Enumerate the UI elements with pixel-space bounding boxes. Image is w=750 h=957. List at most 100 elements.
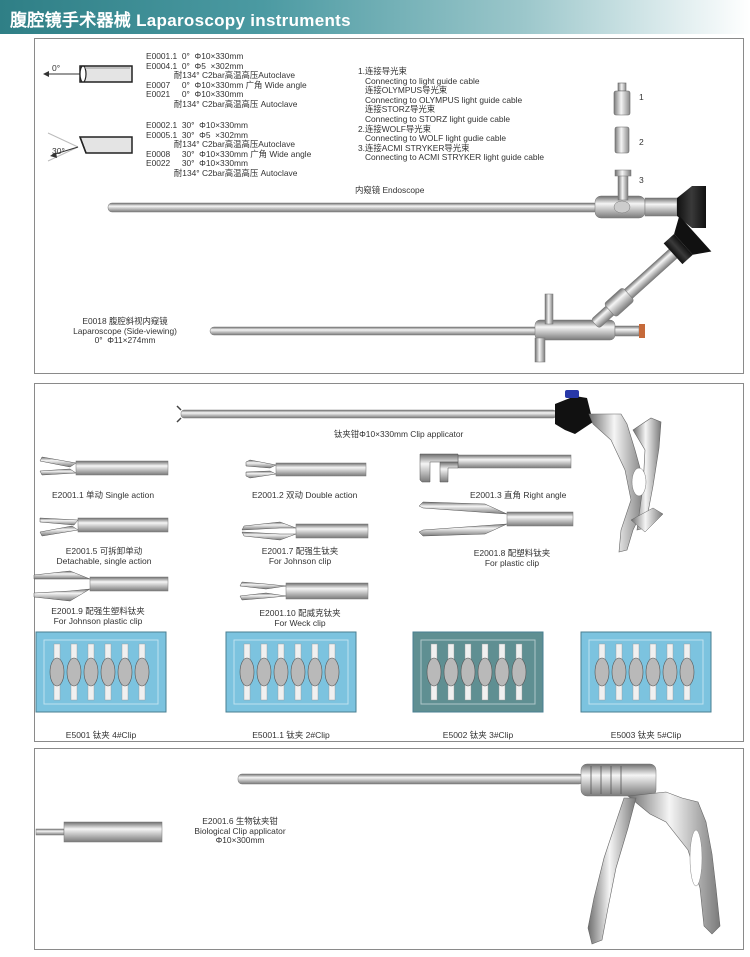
- tip-label: E2001.5 可拆卸单动 Detachable, single action: [56, 546, 152, 566]
- clip-cartridge: E5001 钛夹 4#Clip: [35, 631, 167, 741]
- tip-double-action-image: [245, 459, 367, 479]
- clip-ring: [134, 657, 150, 687]
- clip-ring: [83, 657, 99, 687]
- clip-cartridge-row: E5001 钛夹 4#Clip E5001.1 钛夹 2#Clip E5002 …: [35, 631, 742, 740]
- tip-right-angle-image: [419, 453, 572, 483]
- tip-detachable-image: [39, 517, 169, 537]
- connector-line: 连接STORZ导光束: [358, 104, 436, 115]
- model-line: 耐134° C2bar高温高压 Autoclave: [146, 167, 298, 178]
- bio-clip-line: Biological Clip applicator: [194, 825, 286, 836]
- clip-tray-image: [35, 631, 167, 713]
- model-line: 耐134° C2bar高温高压 Autoclave: [146, 98, 298, 109]
- clip-ring: [511, 657, 527, 687]
- models-30deg-list: E0002.1 30° Φ10×330mm E0005.1 30° Φ5 ×30…: [146, 120, 311, 179]
- clip-ring: [290, 657, 306, 687]
- models-0deg-list: E0001.1 0° Φ10×330mm E0004.1 0° Φ5 ×302m…: [146, 51, 307, 110]
- clip-ring: [679, 657, 695, 687]
- connector-line: Connecting to light guide cable: [358, 75, 480, 86]
- connector-list: 1.连接导光束 Connecting to light guide cable …: [358, 66, 545, 163]
- clip-cartridge: E5003 钛夹 5#Clip: [580, 631, 712, 741]
- clip-tray-image: [580, 631, 712, 713]
- clip-applicator-label: 钛夹钳Φ10×330mm Clip applicator: [334, 429, 464, 439]
- model-line: E0001.1 0° Φ10×330mm: [146, 51, 244, 61]
- bio-clip-line: Φ10×300mm: [215, 835, 265, 846]
- header-bar: 腹腔镜手术器械 Laparoscopy instruments: [0, 0, 750, 34]
- clip-ring: [645, 657, 661, 687]
- tip-label: E2001.8 配塑料钛夹 For plastic clip: [473, 548, 551, 568]
- side-scope-line: E0018 腹腔斜视内窥镜: [82, 316, 168, 326]
- connector-line: 1.连接导光束: [358, 66, 407, 76]
- clip-ring: [273, 657, 289, 687]
- tip-weck-image: [239, 581, 369, 601]
- bio-clip-label: E2001.6 生物钛夹钳 Biological Clip applicator…: [180, 816, 300, 846]
- tip-label: E2001.3 直角 Right angle: [470, 490, 567, 500]
- clip-ring: [256, 657, 272, 687]
- clip-ring: [443, 657, 459, 687]
- clip-tray-image: [225, 631, 357, 713]
- clip-cartridge: E5001.1 钛夹 2#Clip: [225, 631, 357, 741]
- bio-clip-applicator-image: [237, 763, 721, 945]
- tip-johnson-image: [241, 521, 369, 541]
- clip-ring: [611, 657, 627, 687]
- angle-0-label: 0°: [52, 63, 61, 73]
- clip-ring: [460, 657, 476, 687]
- side-scope-image: [209, 215, 712, 363]
- model-line: 耐134° C2bar高温高压Autoclave: [146, 139, 296, 150]
- adapter-1-number: 1: [639, 92, 644, 102]
- clip-cartridge: E5002 钛夹 3#Clip: [412, 631, 544, 741]
- clip-ring: [100, 657, 116, 687]
- model-line: E0021 0° Φ10×330mm: [146, 89, 244, 100]
- bio-clip-tip-image: [35, 821, 163, 843]
- clip-ring: [477, 657, 493, 687]
- clip-ring: [324, 657, 340, 687]
- adapter-1-image: [613, 82, 631, 116]
- side-scope-label: E0018 腹腔斜视内窥镜 Laparoscope (Side-viewing)…: [40, 316, 210, 346]
- bio-clip-line: E2001.6 生物钛夹钳: [202, 816, 278, 826]
- page-title: 腹腔镜手术器械 Laparoscopy instruments: [10, 11, 351, 30]
- connector-line: Connecting to OLYMPUS light guide cable: [358, 94, 523, 105]
- model-line: E0022 30° Φ10×330mm: [146, 158, 248, 169]
- model-line: E0005.1 30° Φ5 ×302mm: [146, 129, 248, 140]
- side-scope-line: Laparoscope (Side-viewing): [73, 325, 177, 336]
- tip-label: E2001.9 配强生塑料钛夹 For Johnson plastic clip: [51, 606, 145, 626]
- clip-tray-image: [412, 631, 544, 713]
- scope-tip-30deg-diagram: [47, 132, 133, 162]
- model-line: E0004.1 0° Φ5 ×302mm: [146, 60, 244, 71]
- angle-30-label: 30°: [52, 146, 65, 156]
- endoscope-image: [107, 169, 706, 228]
- clip-ring: [117, 657, 133, 687]
- tip-label: E2001.7 配强生钛夹 For Johnson clip: [261, 546, 339, 566]
- tip-label: E2001.10 配威克钛夹 For Weck clip: [259, 608, 341, 628]
- tip-johnson-plastic-image: [33, 570, 169, 602]
- tip-plastic-image: [418, 501, 574, 537]
- clip-label: E5001.1 钛夹 2#Clip: [252, 730, 330, 740]
- clip-ring: [66, 657, 82, 687]
- clip-label: E5002 钛夹 3#Clip: [442, 730, 514, 740]
- clip-applicator-image: [176, 390, 664, 553]
- connector-line: 连接OLYMPUS导光束: [358, 85, 448, 96]
- connector-line: 3.连接ACMI STRYKER导光束: [358, 142, 470, 153]
- model-line: E0007 0° Φ10×330mm 广角 Wide angle: [146, 79, 307, 90]
- tip-label: E2001.2 双动 Double action: [252, 490, 358, 500]
- clip-ring: [662, 657, 678, 687]
- clip-ring: [239, 657, 255, 687]
- model-line: E0002.1 30° Φ10×330mm: [146, 120, 248, 130]
- endoscope-label: 内窥镜 Endoscope: [355, 185, 425, 195]
- clip-ring: [494, 657, 510, 687]
- adapter-3-number: 3: [639, 175, 644, 185]
- clip-ring: [594, 657, 610, 687]
- connector-line: Connecting to WOLF light gudie cable: [358, 133, 507, 144]
- connector-line: Connecting to ACMI STRYKER light guide c…: [358, 152, 545, 163]
- side-scope-line: 0° Φ11×274mm: [94, 335, 156, 346]
- tip-label: E2001.1 单动 Single action: [52, 490, 155, 500]
- adapter-2-image: [614, 126, 630, 154]
- clip-ring: [49, 657, 65, 687]
- clip-ring: [426, 657, 442, 687]
- scope-tip-0deg-diagram: [43, 65, 133, 83]
- model-line: 耐134° C2bar高温高压Autoclave: [146, 70, 296, 81]
- clip-label: E5003 钛夹 5#Clip: [610, 730, 682, 740]
- adapter-2-number: 2: [639, 137, 644, 147]
- connector-line: 2.连接WOLF导光束: [358, 123, 432, 134]
- tip-single-action-image: [39, 456, 169, 476]
- clip-label: E5001 钛夹 4#Clip: [65, 730, 137, 740]
